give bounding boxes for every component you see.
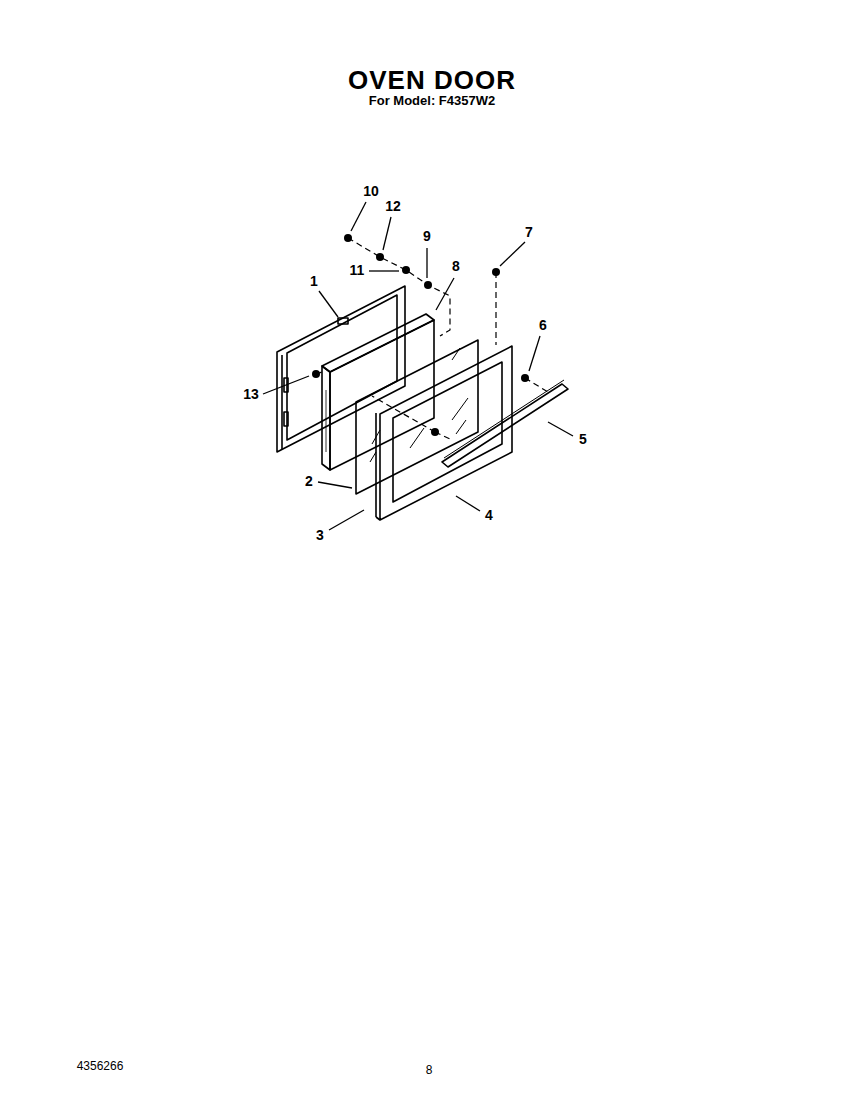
screw	[376, 253, 384, 261]
leader-lines	[263, 202, 573, 530]
leader-line	[351, 202, 366, 231]
liner-tab	[338, 318, 348, 324]
hinge-slot	[284, 412, 288, 426]
leader-line	[319, 291, 338, 317]
screw	[344, 234, 352, 242]
leader-line	[318, 482, 352, 488]
page-number: 8	[426, 1064, 433, 1077]
callout-number: 5	[579, 432, 587, 447]
handle-edge	[444, 380, 564, 458]
frame-window	[393, 362, 502, 502]
screw	[424, 281, 432, 289]
callout-number: 8	[452, 259, 460, 274]
leader-line	[436, 278, 454, 310]
callout-number: 7	[525, 225, 533, 240]
callout-number: 9	[423, 229, 431, 244]
liner-flange	[281, 355, 283, 449]
screw	[431, 428, 439, 436]
callout-number: 13	[243, 387, 259, 402]
outer-frame	[380, 346, 512, 520]
leader-line	[369, 270, 399, 271]
callout-number: 10	[363, 184, 379, 199]
insulation-box-side	[322, 366, 330, 470]
screw-path	[495, 272, 496, 345]
leader-line	[548, 422, 573, 436]
callout-number: 2	[305, 474, 313, 489]
callout-number: 11	[350, 263, 365, 278]
insulation-box-top	[322, 314, 434, 372]
assembly-lines	[316, 238, 548, 440]
callout-number: 1	[310, 274, 318, 289]
screw	[312, 370, 320, 378]
screw-path	[348, 238, 450, 336]
leader-line	[329, 510, 364, 530]
screw	[492, 268, 500, 276]
page-title: OVEN DOOR	[348, 66, 516, 95]
callout-number: 4	[485, 508, 493, 523]
box-detail	[326, 390, 327, 452]
frame-edge	[376, 517, 380, 520]
document-number: 4356266	[77, 1060, 124, 1073]
screws	[312, 234, 529, 436]
leader-line	[426, 248, 427, 278]
leader-line	[456, 496, 480, 511]
screw	[402, 266, 410, 274]
screw-path	[525, 378, 548, 392]
screw-path	[372, 396, 452, 440]
callout-number: 12	[385, 199, 401, 214]
door-liner	[277, 286, 405, 452]
leader-line	[263, 376, 309, 394]
window-glare	[410, 398, 468, 448]
door-handle	[442, 384, 568, 467]
parts	[277, 286, 568, 520]
screw	[521, 374, 529, 382]
leader-line	[529, 336, 540, 371]
callout-number: 6	[539, 318, 547, 333]
frame-edge	[375, 413, 377, 517]
glass-glare	[370, 348, 460, 462]
leader-line	[500, 242, 525, 266]
model-number: For Model: F4357W2	[369, 94, 495, 108]
leader-line	[383, 217, 391, 250]
callout-number: 3	[316, 528, 324, 543]
glass-panel	[356, 340, 478, 494]
